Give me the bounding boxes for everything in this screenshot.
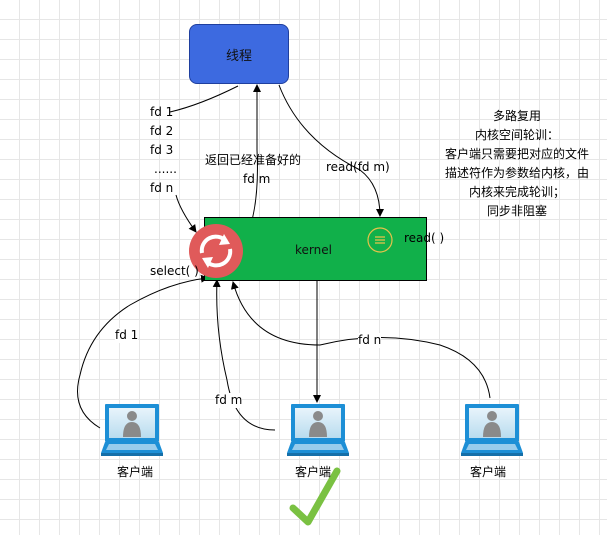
edge-fd-list-to-select xyxy=(175,194,197,233)
fd-list-item: fd n xyxy=(150,181,174,195)
explanation-note: 多路复用 内核空间轮训： 客户端只需要把对应的文件 描述符作为参数给内核，由 内… xyxy=(432,107,602,221)
edge-label-fd1: fd 1 xyxy=(115,328,139,343)
thread-node: 线程 xyxy=(189,24,289,84)
read-call-label: read(fd m) xyxy=(326,160,390,174)
read-equals-icon xyxy=(367,227,393,253)
client-1-label: 客户端 xyxy=(117,465,154,479)
note-line: 同步非阻塞 xyxy=(486,204,547,218)
note-line: 描述符作为参数给内核，由 xyxy=(444,166,589,180)
edge-thread-to-read xyxy=(278,84,384,217)
select-refresh-icon xyxy=(189,224,243,278)
return-label-line1: 返回已经准备好的 xyxy=(205,153,302,167)
checkmark-icon xyxy=(289,467,341,526)
fd-list-item: fd 2 xyxy=(150,124,174,138)
client-1-laptop-icon xyxy=(101,404,163,456)
read-inner-label: read( ) xyxy=(404,231,445,245)
return-label-line2: fd m xyxy=(243,172,271,186)
client-2-laptop-icon xyxy=(287,404,349,456)
note-line: 内核来完成轮训； xyxy=(468,185,565,199)
client-2-label: 客户端 xyxy=(295,465,332,479)
note-line: 内核空间轮训： xyxy=(474,128,559,142)
edge-client2-to-select xyxy=(212,279,276,431)
kernel-node xyxy=(204,217,427,281)
edge-label-fdm: fd m xyxy=(215,393,243,408)
fd-list-item: fd 3 xyxy=(150,143,174,157)
edge-thread-to-fd-list xyxy=(169,85,239,113)
kernel-label: kernel xyxy=(295,243,332,257)
select-label: select( ) xyxy=(150,264,199,278)
client-3-label: 客户端 xyxy=(470,465,507,479)
fd-list-item: ...... xyxy=(154,162,177,176)
thread-label: 线程 xyxy=(225,48,252,64)
edge-client1-to-select xyxy=(77,274,209,429)
note-line: 多路复用 xyxy=(492,109,541,123)
edge-label-fdn: fd n xyxy=(358,333,382,348)
fd-list-item: fd 1 xyxy=(150,105,174,119)
note-line: 客户端只需要把对应的文件 xyxy=(444,147,589,161)
client-3-laptop-icon xyxy=(461,404,523,456)
